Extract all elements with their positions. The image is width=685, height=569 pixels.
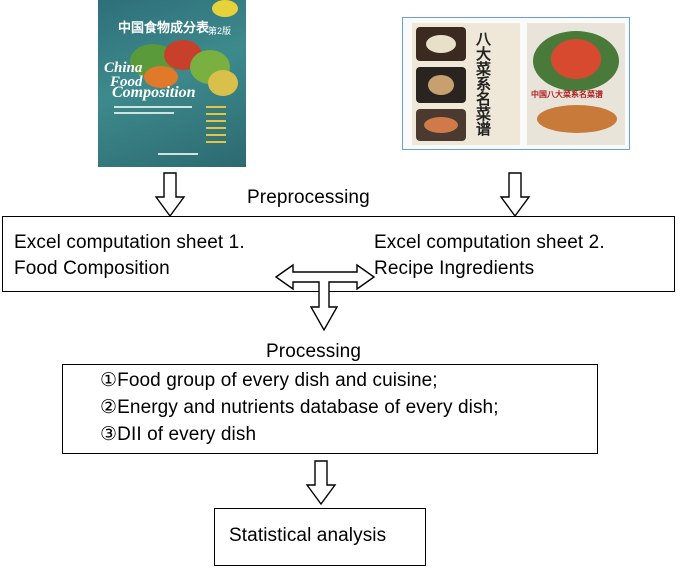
down-arrow-icon — [154, 172, 186, 218]
recipe-book-title: 八大菜系名菜谱 — [474, 31, 491, 136]
processing-label: Processing — [266, 341, 361, 362]
down-arrow-icon — [305, 460, 337, 506]
recipe-books-photo: 八大菜系名菜谱 中国八大菜系名菜谱 — [402, 17, 630, 150]
book1-cover-word: China — [104, 60, 143, 76]
sheet2-line2: Recipe Ingredients — [374, 258, 535, 279]
book1-edition: 第2版 — [208, 26, 232, 36]
book1-cover-word: Composition — [112, 84, 196, 101]
recipe-book-left: 八大菜系名菜谱 — [412, 23, 520, 145]
statistical-analysis-box — [214, 508, 426, 566]
dish-photo — [426, 35, 456, 53]
dish-photo — [428, 75, 454, 95]
vegetable-shape — [208, 70, 238, 96]
processing-item: ①Food group of every dish and cuisine; — [100, 370, 438, 391]
statistical-analysis-label: Statistical analysis — [229, 525, 387, 546]
book1-title-cn: 中国食物成分表 — [118, 20, 210, 35]
preprocessing-label: Preprocessing — [247, 187, 370, 208]
food-composition-book-cover: 中国食物成分表 第2版 China Food Composition — [98, 0, 246, 167]
cover-text-lines — [206, 106, 226, 146]
dish-photo — [424, 117, 458, 133]
dish-photo — [537, 105, 617, 133]
processing-item: ③DII of every dish — [100, 424, 257, 445]
down-arrow-icon — [499, 172, 531, 218]
sheet1-line2: Food Composition — [14, 258, 170, 279]
cover-text-lines — [114, 112, 174, 114]
merge-arrow-icon — [274, 263, 376, 332]
sheet2-line1: Excel computation sheet 2. — [374, 232, 605, 253]
recipe-book-right: 中国八大菜系名菜谱 — [527, 23, 625, 145]
processing-box — [62, 364, 598, 454]
edition-badge — [212, 0, 238, 17]
cover-text-lines — [114, 106, 192, 108]
processing-item: ②Energy and nutrients database of every … — [100, 397, 499, 418]
sheet1-line1: Excel computation sheet 1. — [14, 232, 245, 253]
dish-photo — [551, 39, 601, 79]
vegetable-shape — [144, 66, 178, 88]
book1-cover-word: Food — [110, 74, 143, 90]
cover-text-lines — [158, 153, 198, 155]
recipe-book-title-b: 中国八大菜系名菜谱 — [531, 90, 603, 99]
